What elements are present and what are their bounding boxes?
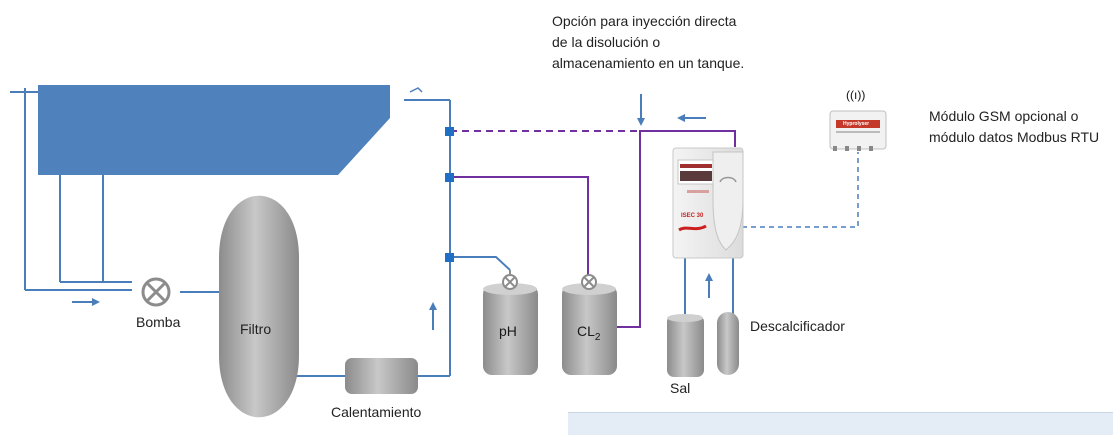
injection-option-note: Opción para inyección directa de la diso…	[552, 13, 745, 71]
heating-label: Calentamiento	[331, 404, 422, 420]
isec-device	[672, 147, 744, 259]
device-model-label: ISEC 30	[681, 213, 704, 219]
gsm-module-note: Módulo GSM opcional o módulo datos Modbu…	[929, 108, 1100, 145]
ph-tank-label: pH	[499, 323, 517, 339]
softener-tank	[717, 312, 739, 375]
pool	[38, 85, 390, 175]
data-link	[742, 152, 859, 228]
filter-tank	[219, 195, 299, 418]
filter-label: Filtro	[240, 321, 272, 337]
gsm-brand-label: Hyprolyser	[843, 121, 870, 127]
salt-tank	[667, 314, 704, 377]
injection-points	[445, 127, 454, 262]
heater	[345, 358, 418, 394]
antenna-icon: ((ı))	[846, 88, 866, 102]
flow-arrows	[72, 87, 713, 330]
cl2-tank-label: CL2	[577, 323, 601, 343]
cl2-tank	[562, 274, 617, 375]
pump-icon	[141, 277, 171, 307]
pump-label: Bomba	[136, 314, 181, 330]
dosing-lines	[450, 130, 736, 328]
ph-tank	[483, 270, 538, 375]
softener-label: Descalcificador	[750, 318, 845, 334]
gsm-module	[829, 110, 887, 151]
salt-label: Sal	[670, 380, 691, 396]
info-panel	[568, 412, 1113, 435]
